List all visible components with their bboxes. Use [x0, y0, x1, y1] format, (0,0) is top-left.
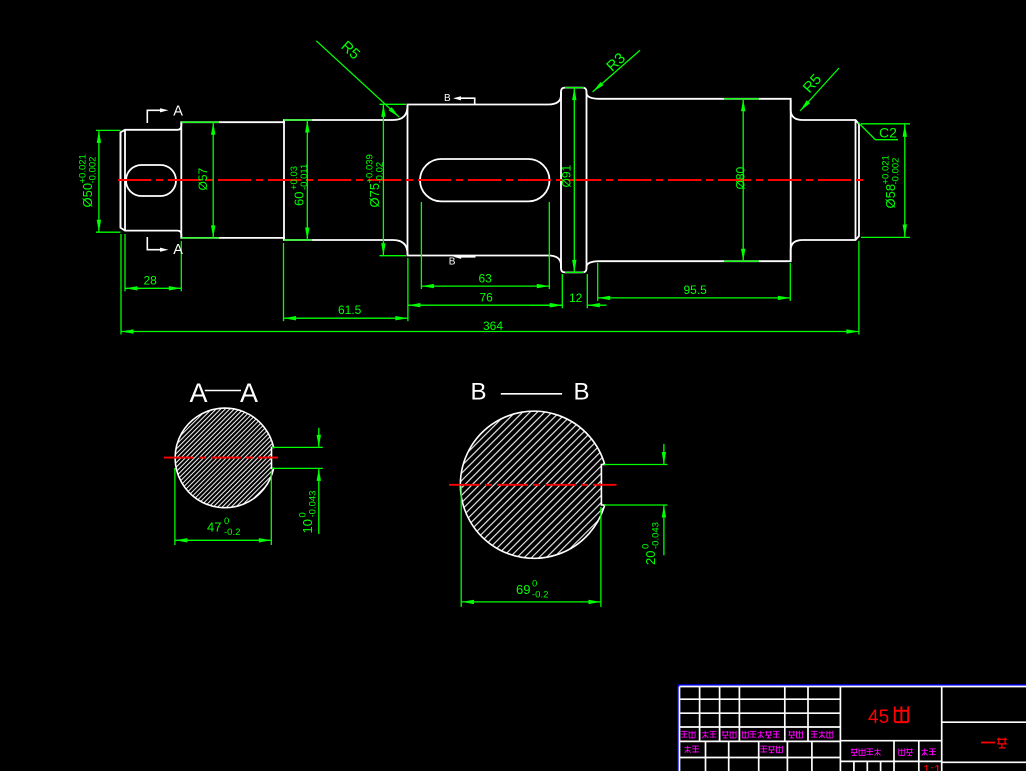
- svg-text:69: 69: [516, 582, 530, 597]
- svg-text:12: 12: [569, 291, 583, 305]
- svg-text:+0.03: +0.03: [289, 166, 300, 190]
- svg-text:0: 0: [224, 516, 229, 527]
- svg-text:20: 20: [643, 551, 658, 565]
- svg-text:A: A: [190, 378, 208, 408]
- svg-text:-0.011: -0.011: [299, 164, 310, 190]
- svg-text:B: B: [471, 379, 487, 406]
- svg-text:A: A: [173, 242, 183, 258]
- svg-text:B: B: [574, 379, 590, 406]
- svg-text:0: 0: [532, 579, 537, 590]
- svg-text:47: 47: [207, 520, 221, 535]
- svg-text:+0.021: +0.021: [881, 155, 892, 184]
- svg-text:60: 60: [292, 192, 307, 206]
- svg-text:Ø80: Ø80: [734, 166, 748, 189]
- svg-text:0: 0: [298, 512, 309, 517]
- svg-text:Ø91: Ø91: [560, 164, 574, 187]
- svg-text:-0.002: -0.002: [88, 157, 99, 184]
- svg-text:-0.02: -0.02: [375, 162, 386, 184]
- svg-text:-0.002: -0.002: [891, 158, 902, 185]
- svg-text:10: 10: [300, 519, 315, 533]
- svg-text:364: 364: [483, 319, 503, 333]
- svg-text:A: A: [173, 104, 183, 120]
- svg-text:76: 76: [480, 291, 494, 305]
- svg-text:-0.2: -0.2: [532, 590, 548, 601]
- svg-text:C2: C2: [879, 125, 897, 141]
- svg-text:63: 63: [479, 272, 493, 286]
- svg-text:Ø58: Ø58: [883, 184, 898, 209]
- svg-text:-0.2: -0.2: [224, 527, 240, 538]
- svg-text:-0.043: -0.043: [651, 522, 662, 549]
- svg-text:Ø50: Ø50: [80, 183, 95, 208]
- svg-text:B: B: [444, 93, 451, 104]
- svg-text:B: B: [449, 256, 456, 267]
- svg-text:Ø75: Ø75: [367, 183, 382, 208]
- svg-text:A: A: [240, 378, 258, 408]
- svg-text:0: 0: [641, 544, 652, 549]
- svg-text:61.5: 61.5: [338, 303, 362, 317]
- svg-text:1:1: 1:1: [923, 762, 941, 771]
- svg-text:95.5: 95.5: [684, 283, 708, 297]
- svg-text:-0.043: -0.043: [308, 491, 319, 518]
- svg-text:Ø57: Ø57: [196, 167, 210, 190]
- svg-text:+0.021: +0.021: [78, 154, 89, 183]
- svg-text:45: 45: [868, 707, 889, 728]
- svg-text:+0.039: +0.039: [365, 154, 376, 183]
- svg-text:28: 28: [144, 274, 158, 288]
